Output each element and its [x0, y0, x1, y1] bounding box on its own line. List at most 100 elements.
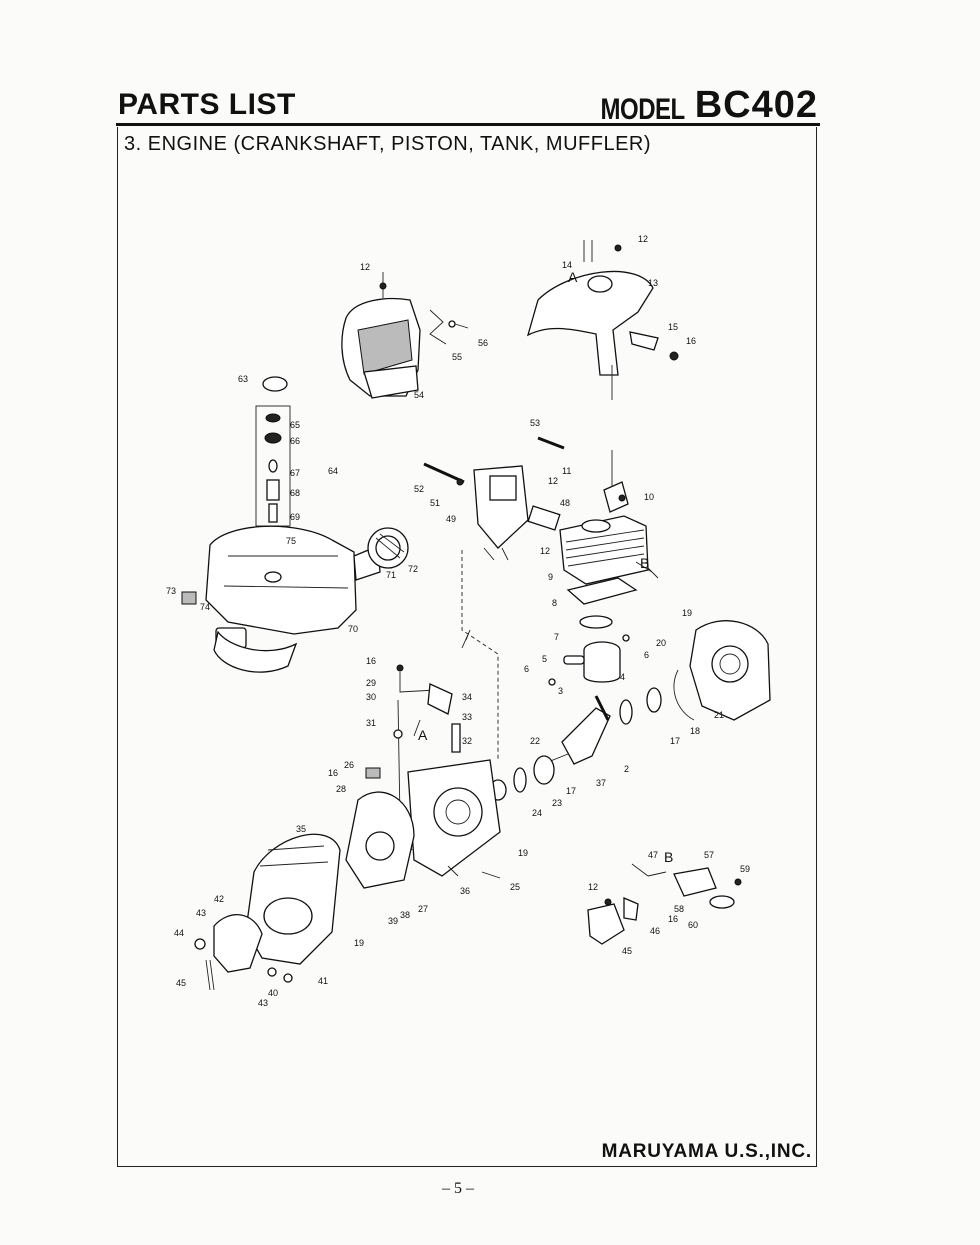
ignition-module-part: [587, 863, 742, 945]
callout-28: 28: [336, 784, 346, 794]
callout-71: 72: [408, 564, 418, 574]
starter-cover-part: [245, 833, 341, 965]
callout-46: 45: [622, 946, 632, 956]
callout-6-right: 6: [644, 650, 649, 660]
callout-73: 74: [200, 602, 210, 612]
callout-39: 39: [388, 916, 398, 926]
callout-16-mid: 16: [366, 656, 376, 666]
spark-plug-lead-part: [365, 664, 461, 851]
callout-69: 70: [348, 624, 358, 634]
callout-59: 58: [674, 904, 684, 914]
callout-58: 57: [704, 850, 714, 860]
callout-51: 49: [446, 514, 456, 524]
callout-56: 55: [452, 352, 462, 362]
callout-12-low: 12: [540, 546, 550, 556]
crankcase-right-part: [673, 620, 771, 721]
callout-26: 26: [344, 760, 354, 770]
model-number: BC402: [694, 84, 818, 126]
callout-57: 56: [478, 338, 488, 348]
callout-38: 38: [400, 910, 410, 920]
model-heading: MODEL BC402: [601, 84, 818, 127]
reference-arrows: [413, 561, 659, 737]
callout-55: 54: [414, 390, 424, 400]
callout-18: 18: [690, 726, 700, 736]
parts-list-title: PARTS LIST: [118, 88, 296, 121]
mark-b-top: B: [640, 555, 649, 571]
callout-3: 3: [558, 686, 563, 696]
fuel-tank-part: [181, 525, 409, 673]
callout-36: 36: [460, 886, 470, 896]
callout-35: 35: [296, 824, 306, 834]
callout-20: 20: [656, 638, 666, 648]
callout-62: 63: [238, 374, 248, 384]
piston-part: [548, 615, 630, 686]
fuel-filter-stack: [255, 376, 291, 527]
callout-23: 23: [552, 798, 562, 808]
callout-12-mid: 12: [548, 476, 558, 486]
callout-60: 59: [740, 864, 750, 874]
callout-16-ign: 16: [668, 914, 678, 924]
callout-4: 4: [620, 672, 625, 682]
callout-52: 53: [530, 418, 540, 428]
callout-29: 29: [366, 678, 376, 688]
reference-mark-labels: A A B B: [418, 269, 673, 865]
callout-54: 52: [414, 484, 424, 494]
callout-22: 22: [530, 736, 540, 746]
callout-13: 13: [648, 278, 658, 288]
callout-19-low: 19: [354, 938, 364, 948]
callout-61: 60: [688, 920, 698, 930]
callout-67: 68: [290, 488, 300, 498]
callout-19-right: 19: [682, 608, 692, 618]
callout-10: 10: [644, 492, 654, 502]
callout-21: 21: [714, 710, 724, 720]
callout-40: 40: [268, 988, 278, 998]
callout-63: 64: [328, 466, 338, 476]
mark-b-bottom: B: [664, 849, 673, 865]
callout-15: 15: [668, 322, 678, 332]
callout-7: 7: [554, 632, 559, 642]
callout-70: 71: [386, 570, 396, 580]
footer-company: MARUYAMA U.S.,INC.: [601, 1141, 812, 1162]
crankshaft-part: [489, 687, 662, 801]
callout-labels: 12 56 55 54 14 12 13 15 16 63 65 66 67 6…: [166, 234, 750, 1008]
callout-5: 5: [542, 654, 547, 664]
clutch-part: [194, 914, 293, 991]
callout-12-top: 12: [638, 234, 648, 244]
section-title: 3. ENGINE (CRANKSHAFT, PISTON, TANK, MUF…: [124, 133, 652, 155]
callout-34: 34: [462, 692, 472, 702]
callout-43-low: 43: [258, 998, 268, 1008]
assembly-dashed-line: [461, 550, 499, 760]
callout-8: 8: [552, 598, 557, 608]
callout-53: 51: [430, 498, 440, 508]
callout-47: 46: [650, 926, 660, 936]
callout-33: 33: [462, 712, 472, 722]
callout-43: 43: [196, 908, 206, 918]
callout-19-mid: 19: [518, 848, 528, 858]
callout-45: 45: [176, 978, 186, 988]
callout-30: 30: [366, 692, 376, 702]
crankcase-left-part: [345, 759, 501, 889]
callout-16-low: 16: [328, 768, 338, 778]
callout-74: 75: [286, 536, 296, 546]
callout-66: 67: [290, 468, 300, 478]
mark-a-top: A: [568, 269, 578, 285]
cylinder-part: [559, 450, 649, 605]
callout-64: 65: [290, 420, 300, 430]
callout-17: 17: [670, 736, 680, 746]
mark-a-bottom: A: [418, 727, 428, 743]
callout-6: 6: [524, 664, 529, 674]
callout-44: 44: [174, 928, 184, 938]
callout-16: 16: [686, 336, 696, 346]
header-rule: [116, 123, 820, 126]
callout-37: 37: [596, 778, 606, 788]
callout-48: 47: [648, 850, 658, 860]
callout-11: 11: [562, 466, 571, 476]
callout-12: 12: [360, 262, 370, 272]
callout-12-ign: 12: [588, 882, 598, 892]
model-label: MODEL: [600, 92, 686, 127]
callout-31: 31: [366, 718, 376, 728]
callout-17-low: 17: [566, 786, 576, 796]
heat-shield-part: [526, 240, 679, 400]
callout-9: 9: [548, 572, 553, 582]
callout-41: 41: [318, 976, 328, 986]
